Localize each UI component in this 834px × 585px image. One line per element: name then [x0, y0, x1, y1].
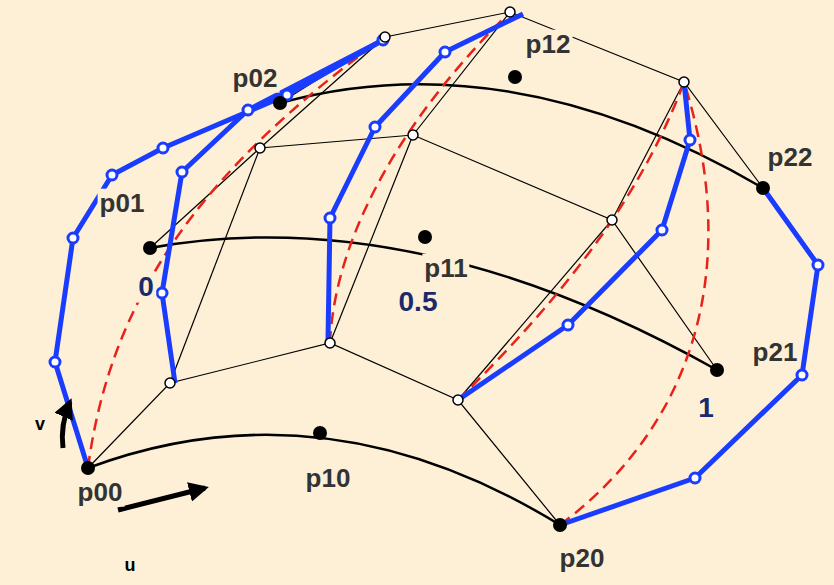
parameter-value: 0.5 [397, 287, 440, 318]
point-label: p10 [304, 464, 353, 493]
point-label: p12 [524, 30, 573, 59]
point-label: p11 [422, 254, 469, 283]
dashed-curves [88, 12, 708, 525]
point-label: p02 [231, 64, 280, 93]
point-label: p21 [751, 338, 800, 367]
point-label: p01 [98, 189, 147, 218]
param-arrows [62, 402, 205, 510]
point-label: v [33, 415, 47, 435]
hollow-points [165, 7, 689, 405]
blue-polygons [55, 14, 818, 525]
point-label: p20 [558, 544, 607, 573]
point-label: p00 [76, 478, 125, 507]
control-mesh [88, 12, 763, 525]
point-label: u [123, 556, 138, 576]
iso-curves [88, 84, 763, 525]
blue-points [50, 35, 823, 483]
parameter-value: 0 [136, 272, 156, 303]
parameter-value: 1 [696, 393, 716, 424]
point-label: p22 [766, 143, 815, 172]
control-points [81, 70, 770, 532]
